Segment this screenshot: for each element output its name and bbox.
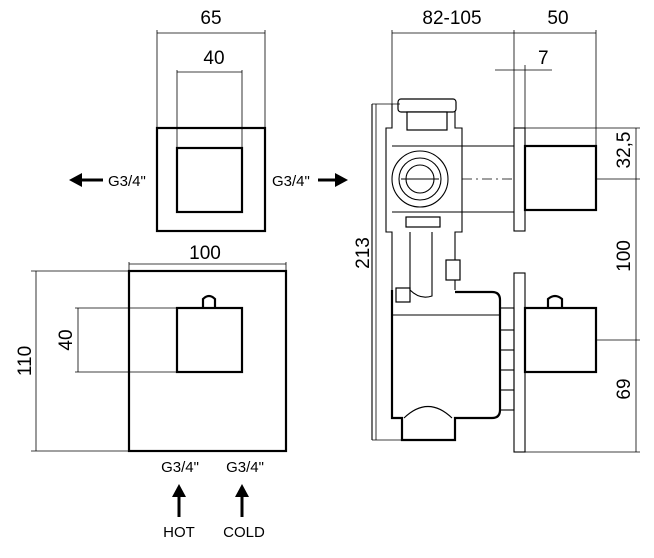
arrow-left-head-icon (69, 173, 82, 187)
cartridge-outer (391, 150, 449, 208)
cold-label: COLD (223, 524, 265, 541)
front-view: 100 110 40 (15, 243, 288, 453)
dim-front-inner-height: 40 (56, 329, 77, 350)
thread-cold-label: G3/4" (226, 459, 264, 476)
side-lower-indicator (546, 294, 564, 308)
dim-front-width: 100 (189, 243, 221, 264)
dim-side-offset: 7 (538, 48, 549, 69)
dim-side-depth: 82-105 (422, 8, 481, 29)
side-lower-plate (513, 272, 526, 453)
thread-hot-label: G3/4" (161, 459, 199, 476)
hot-label: HOT (163, 524, 195, 541)
dim-side-lower: 69 (614, 378, 635, 399)
diverter-housing (390, 290, 502, 442)
thread-right-label: G3/4" (272, 173, 310, 190)
valve-mid-nut (405, 216, 441, 228)
valve-tube (409, 232, 433, 298)
dim-top-width-outer: 65 (200, 8, 221, 29)
top-view-handle (175, 146, 244, 214)
diverter-outlet (403, 405, 453, 419)
valve-small-fitting (395, 287, 411, 303)
valve-body (371, 98, 514, 440)
inlet-hot-group: G3/4" HOT (161, 459, 199, 541)
inlet-cold-group: G3/4" COLD (223, 459, 265, 541)
diverter-body (390, 290, 515, 442)
side-view: 82-105 50 7 213 32,5 100 69 (353, 8, 640, 453)
valve-top-fitting (406, 111, 448, 131)
cartridge-inner (398, 157, 442, 201)
side-upper-plate (513, 127, 526, 232)
dim-side-plate: 50 (547, 8, 568, 29)
arrow-up-hot-head-icon (172, 484, 186, 497)
arrow-up-cold-head-icon (235, 484, 249, 497)
side-upper-handle (523, 144, 598, 212)
valve-side-fitting (445, 259, 461, 281)
valve-top-nut (397, 98, 457, 113)
arrow-right-head-icon (335, 173, 348, 187)
dim-side-spacing: 100 (614, 240, 635, 272)
thread-right-group: G3/4" (272, 173, 348, 190)
dim-side-total-height: 213 (353, 237, 374, 269)
top-view: 65 40 (155, 8, 267, 233)
thread-left-group: G3/4" (69, 173, 146, 190)
dim-side-upper: 32,5 (614, 132, 635, 169)
front-view-indicator (201, 294, 217, 308)
dim-top-width-inner: 40 (203, 48, 224, 69)
front-view-handle (175, 306, 244, 374)
side-lower-handle (523, 306, 598, 374)
dim-front-height: 110 (15, 346, 36, 376)
diverter-collar (499, 307, 515, 411)
front-view-plate (127, 269, 288, 453)
top-view-plate (155, 126, 267, 233)
thread-left-label: G3/4" (108, 173, 146, 190)
